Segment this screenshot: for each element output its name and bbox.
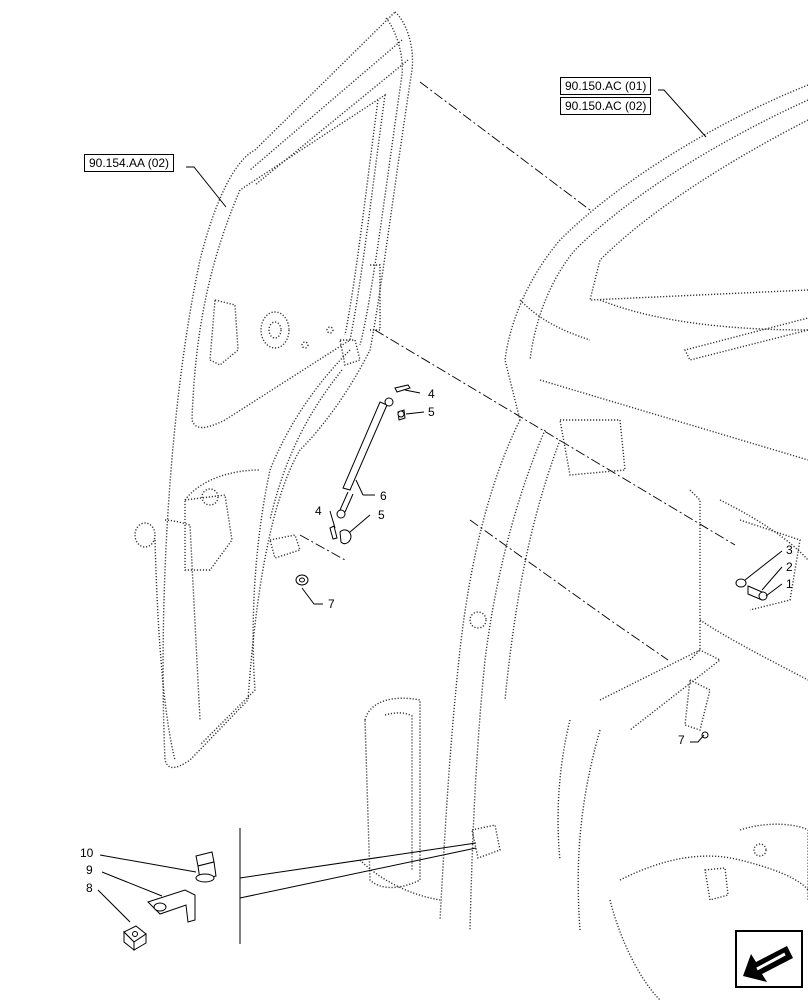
alignment-lines — [299, 81, 736, 661]
cab-frame — [359, 84, 808, 1000]
callout-7-right: 7 — [678, 733, 685, 747]
arrow-navigation-icon[interactable] — [735, 930, 803, 988]
callout-4: 4 — [428, 387, 435, 401]
ref-box-frame-2[interactable]: 90.150.AC (02) — [560, 97, 652, 115]
callout-3: 3 — [786, 543, 793, 557]
callout-1: 1 — [786, 577, 793, 591]
detail-inset — [123, 828, 477, 952]
pin-assembly — [701, 578, 768, 739]
callout-2: 2 — [786, 560, 793, 574]
callout-5-lower: 5 — [378, 508, 385, 522]
ref-box-frame-1[interactable]: 90.150.AC (01) — [560, 77, 652, 95]
gas-strut — [295, 384, 411, 586]
callout-8: 8 — [86, 881, 93, 895]
callout-5: 5 — [428, 405, 435, 419]
callout-4-lower: 4 — [315, 504, 322, 518]
callout-10: 10 — [80, 846, 94, 860]
callout-9: 9 — [86, 863, 93, 877]
arrow-glyph — [743, 946, 793, 982]
callout-7: 7 — [328, 597, 335, 611]
callout-6: 6 — [380, 489, 387, 503]
ref-box-door[interactable]: 90.154.AA (02) — [84, 154, 175, 172]
cab-door — [134, 11, 414, 769]
leader-lines — [97, 89, 783, 923]
